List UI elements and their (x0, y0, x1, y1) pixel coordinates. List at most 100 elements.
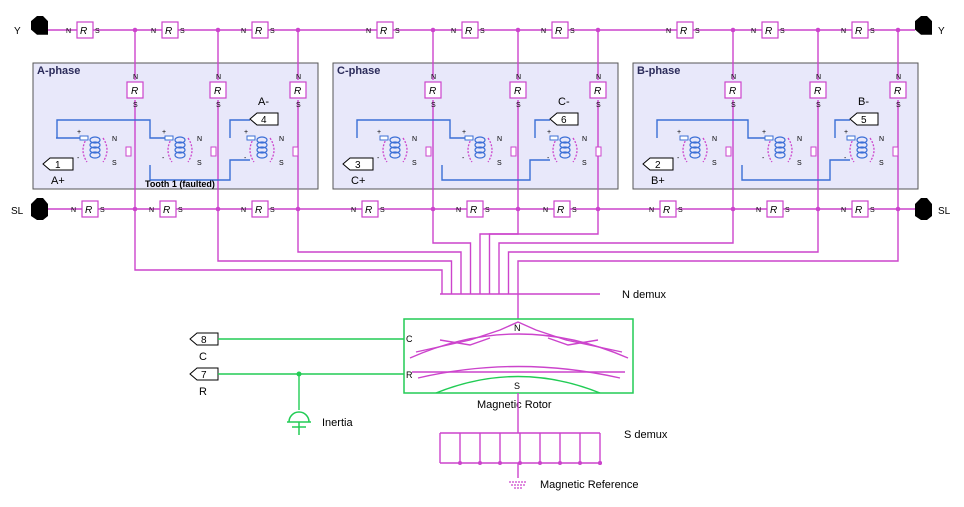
reluctance-symbol: R (429, 86, 436, 97)
pin-n: N (456, 207, 461, 214)
pin-plus: + (77, 129, 81, 136)
port-label: C- (558, 96, 570, 108)
coil-1-1[interactable]: +-NS (462, 129, 517, 167)
pin-plus: + (762, 129, 766, 136)
tooth-reluctance-2-0[interactable]: RNS (724, 74, 742, 109)
coil-1-0[interactable]: +-NS (377, 129, 432, 167)
port-3[interactable]: 3C+ (342, 157, 374, 187)
pin-s: S (780, 28, 785, 35)
coil-0-1[interactable]: +-NS (162, 129, 217, 167)
rotor-c-pin: C (406, 334, 413, 344)
pin-n: N (596, 74, 601, 81)
pin-s: S (572, 207, 577, 214)
pin-s: S (197, 160, 202, 167)
pin-s: S (216, 102, 221, 109)
pin-n: N (841, 28, 846, 35)
sl-left-label: SL (11, 206, 24, 217)
rotor-r-pin: R (406, 370, 413, 380)
tooth-reluctance-1-1[interactable]: RNS (509, 74, 527, 109)
tooth-reluctance-2-1[interactable]: RNS (809, 74, 827, 109)
tooth-reluctance-2-2[interactable]: RNS (889, 74, 907, 109)
port-2[interactable]: 2B+ (642, 157, 674, 187)
sl-right-port[interactable]: SL (915, 198, 951, 220)
pin-minus: - (244, 155, 247, 162)
pin-s: S (497, 160, 502, 167)
panel-a-phase: A-phase (32, 62, 319, 190)
pin-n: N (241, 28, 246, 35)
port-7-label: R (199, 386, 207, 398)
port-8-label: C (199, 351, 207, 363)
coil-2-1[interactable]: +-NS (762, 129, 817, 167)
pin-n: N (712, 136, 717, 143)
port-num: 6 (561, 115, 567, 126)
port-8[interactable]: 8 C (189, 332, 219, 363)
panel-title: C-phase (337, 65, 380, 77)
panel-c-phase: C-phase (332, 62, 619, 190)
sl-left-port[interactable]: SL (11, 198, 48, 220)
pin-n: N (841, 207, 846, 214)
reluctance-symbol: R (380, 26, 387, 37)
pin-s: S (180, 28, 185, 35)
inertia-label: Inertia (322, 417, 353, 429)
s-demux-block[interactable] (439, 393, 602, 465)
coil-2-0[interactable]: +-NS (677, 129, 732, 167)
port-5[interactable]: 5B- (849, 96, 879, 126)
y-left-port[interactable]: Y (14, 16, 48, 37)
port-4[interactable]: 4A- (249, 96, 279, 126)
magnetic-reference[interactable]: Magnetic Reference (509, 463, 638, 491)
pin-s: S (678, 207, 683, 214)
pin-s: S (870, 28, 875, 35)
reluctance-symbol: R (131, 86, 138, 97)
coil-1-2[interactable]: +-NS (547, 129, 602, 167)
pin-plus: + (547, 129, 551, 136)
pin-plus: + (244, 129, 248, 136)
tooth-reluctance-0-2[interactable]: RNS (289, 74, 307, 109)
tooth-reluctance-0-0[interactable]: RNS (126, 74, 144, 109)
port-1[interactable]: 1A+ (42, 157, 74, 187)
reluctance-symbol: R (680, 26, 687, 37)
inertia-block[interactable]: Inertia (287, 411, 353, 435)
port-7[interactable]: 7 R (189, 367, 219, 398)
reluctance-symbol: R (855, 205, 862, 216)
pin-s: S (178, 207, 183, 214)
coil-0-0[interactable]: +-NS (77, 129, 132, 167)
pin-plus: + (462, 129, 466, 136)
tooth-reluctance-0-1[interactable]: RNS (209, 74, 227, 109)
pin-n: N (756, 207, 761, 214)
port-label: A+ (51, 175, 65, 187)
pin-n: N (731, 74, 736, 81)
tooth-reluctance-1-2[interactable]: RNS (589, 74, 607, 109)
tooth-reluctance-1-0[interactable]: RNS (424, 74, 442, 109)
pin-minus: - (677, 155, 680, 162)
coil-0-2[interactable]: +-NS (244, 129, 299, 167)
panel-b-phase: B-phase (632, 62, 919, 190)
panel-title: B-phase (637, 65, 680, 77)
pin-minus: - (762, 155, 765, 162)
coil-2-2[interactable]: +-NS (844, 129, 899, 167)
reluctance-symbol: R (214, 86, 221, 97)
pin-minus: - (547, 155, 550, 162)
reluctance-symbol: R (663, 205, 670, 216)
port-6[interactable]: 6 C- (549, 96, 579, 126)
pin-n: N (279, 136, 284, 143)
y-right-port[interactable]: Y (915, 16, 945, 37)
y-left-label: Y (14, 26, 21, 37)
